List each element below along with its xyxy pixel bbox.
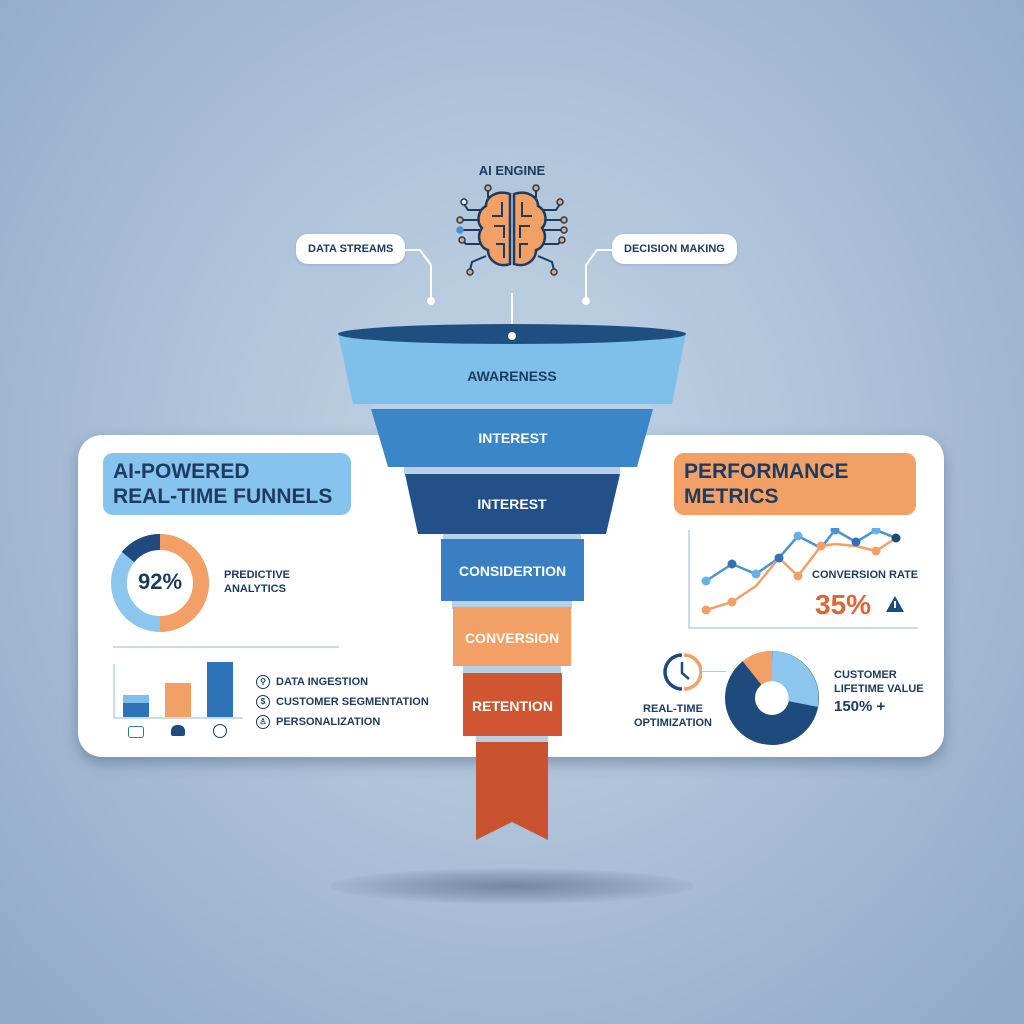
stage-label: CONVERSION (464, 630, 560, 646)
predictive-analytics-label: PREDICTIVE ANALYTICS (224, 568, 290, 596)
chat-icon (128, 726, 144, 738)
bar-2 (165, 683, 191, 717)
warning-triangle-icon (886, 596, 904, 612)
optimization-label: REAL-TIME OPTIMIZATION (628, 702, 718, 730)
conversion-line-chart (688, 528, 918, 629)
stage-interest-1: INTEREST (388, 424, 638, 452)
stage-label: CONSIDERTION (458, 563, 567, 579)
predictive-label-line2: ANALYTICS (224, 583, 286, 595)
bar-axis-y (113, 664, 115, 718)
stage-label: AWARENESS (467, 368, 557, 384)
divider (113, 646, 339, 648)
connector (702, 671, 726, 672)
person-icon: ♙ (256, 715, 270, 729)
ai-engine-label: AI ENGINE (478, 163, 546, 178)
clv-value: 150% + (834, 698, 886, 715)
right-title-line2: METRICS (684, 485, 779, 508)
optimization-line2: OPTIMIZATION (633, 717, 712, 729)
stage-label: RETENTION (472, 698, 553, 714)
stage-retention: RETENTION (463, 692, 562, 720)
bar-axis-x (113, 717, 243, 719)
stage-awareness: AWARENESS (360, 362, 664, 390)
feature-label: PERSONALIZATION (276, 716, 381, 728)
clv-line1: CUSTOMER (834, 669, 897, 681)
predictive-label-line1: PREDICTIVE (224, 569, 291, 581)
feature-data-ingestion: ⚲ DATA INGESTION (256, 675, 368, 689)
dollar-icon: $ (256, 695, 270, 709)
clv-line2: LIFETIME VALUE (834, 683, 924, 695)
left-title-line2: REAL-TIME FUNNELS (113, 485, 333, 508)
funnel (338, 324, 686, 840)
predictive-analytics-donut (111, 533, 209, 632)
conversion-rate-label: CONVERSION RATE (812, 569, 919, 581)
left-title-box: AI-POWERED REAL-TIME FUNNELS (103, 453, 351, 515)
stage-conversion: CONVERSION (453, 624, 571, 652)
optimization-line1: REAL-TIME (643, 703, 703, 715)
clv-donut (725, 651, 819, 745)
bar-3 (207, 662, 233, 717)
stage-consideration: CONSIDERTION (441, 557, 584, 585)
donut-value: 92% (137, 569, 183, 594)
data-streams-pill: DATA STREAMS (296, 234, 406, 264)
connector-lines (403, 249, 614, 333)
conversion-rate-value: 35% (815, 589, 872, 620)
right-title-box: PERFORMANCE METRICS (674, 453, 916, 515)
right-title-line1: PERFORMANCE (684, 460, 849, 483)
clock-icon (663, 653, 702, 691)
basket-icon (171, 725, 185, 736)
feature-label: DATA INGESTION (276, 676, 369, 688)
decision-making-pill: DECISION MAKING (612, 234, 737, 264)
feature-personalization: ♙ PERSONALIZATION (256, 715, 380, 729)
ground-shadow (330, 868, 694, 904)
brain-circuit-icon (456, 184, 568, 276)
search-person-icon (213, 724, 227, 738)
key-icon: ⚲ (256, 675, 270, 689)
stage-interest-2: INTEREST (418, 490, 606, 518)
bar-1-cap (123, 695, 149, 703)
clv-label: CUSTOMER LIFETIME VALUE (834, 668, 924, 696)
left-title-line1: AI-POWERED (113, 460, 250, 483)
stage-label: INTEREST (477, 496, 547, 512)
stage-label: INTEREST (478, 430, 548, 446)
feature-label: CUSTOMER SEGMENTATION (276, 696, 429, 708)
feature-customer-segmentation: $ CUSTOMER SEGMENTATION (256, 695, 429, 709)
